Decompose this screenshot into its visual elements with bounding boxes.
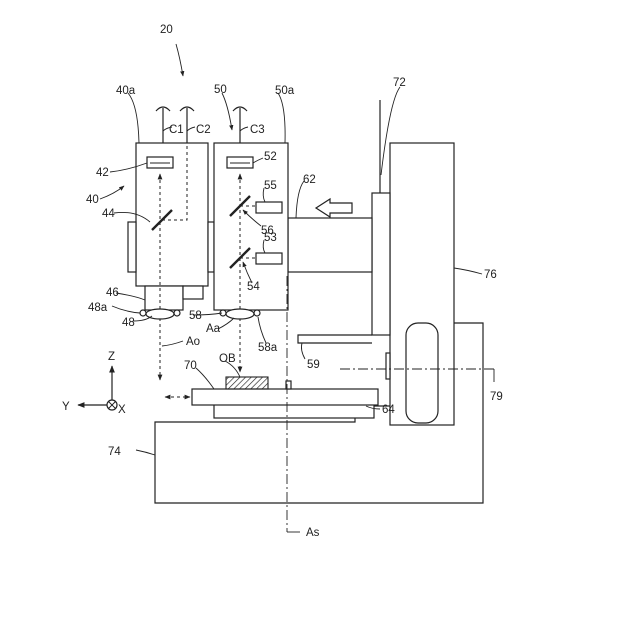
- stage-70: [192, 389, 378, 405]
- label-Ao: Ao: [186, 336, 200, 348]
- label-40: 40: [86, 194, 99, 206]
- label-62: 62: [303, 174, 316, 186]
- label-20: 20: [160, 24, 173, 36]
- bracket-59: [298, 335, 372, 343]
- label-76: 76: [484, 269, 497, 281]
- label-54: 54: [247, 281, 260, 293]
- label-79: 79: [490, 391, 503, 403]
- label-Z: Z: [108, 351, 115, 363]
- detector-52: [227, 157, 253, 168]
- label-C1: C1: [169, 124, 184, 136]
- label-Aa: Aa: [206, 323, 221, 335]
- label-53: 53: [264, 232, 277, 244]
- object-OB: [226, 377, 268, 389]
- detector-42: [147, 157, 173, 168]
- arm-62: [288, 218, 372, 272]
- label-55: 55: [264, 180, 277, 192]
- label-44: 44: [102, 208, 115, 220]
- label-48a: 48a: [88, 302, 108, 314]
- label-59: 59: [307, 359, 320, 371]
- pillar-foot: [406, 323, 438, 423]
- label-As: As: [306, 527, 320, 539]
- label-58a: 58a: [258, 342, 278, 354]
- label-40a: 40a: [116, 85, 136, 97]
- label-64: 64: [382, 404, 395, 416]
- label-74: 74: [108, 446, 121, 458]
- label-52: 52: [264, 151, 277, 163]
- label-Y: Y: [62, 401, 70, 413]
- label-72: 72: [393, 77, 406, 89]
- insertion-arrow: [316, 199, 352, 217]
- label-C3: C3: [250, 124, 265, 136]
- label-X: X: [118, 404, 126, 416]
- label-42: 42: [96, 167, 109, 179]
- label-70: 70: [184, 360, 197, 372]
- element-55: [256, 202, 282, 213]
- label-OB: OB: [219, 353, 236, 365]
- label-50: 50: [214, 84, 227, 96]
- label-C2: C2: [196, 124, 211, 136]
- lens-58: [226, 309, 254, 319]
- label-58: 58: [189, 310, 202, 322]
- label-46: 46: [106, 287, 119, 299]
- element-53: [256, 253, 282, 264]
- label-50a: 50a: [275, 85, 295, 97]
- column-72: [372, 193, 390, 335]
- label-48: 48: [122, 317, 135, 329]
